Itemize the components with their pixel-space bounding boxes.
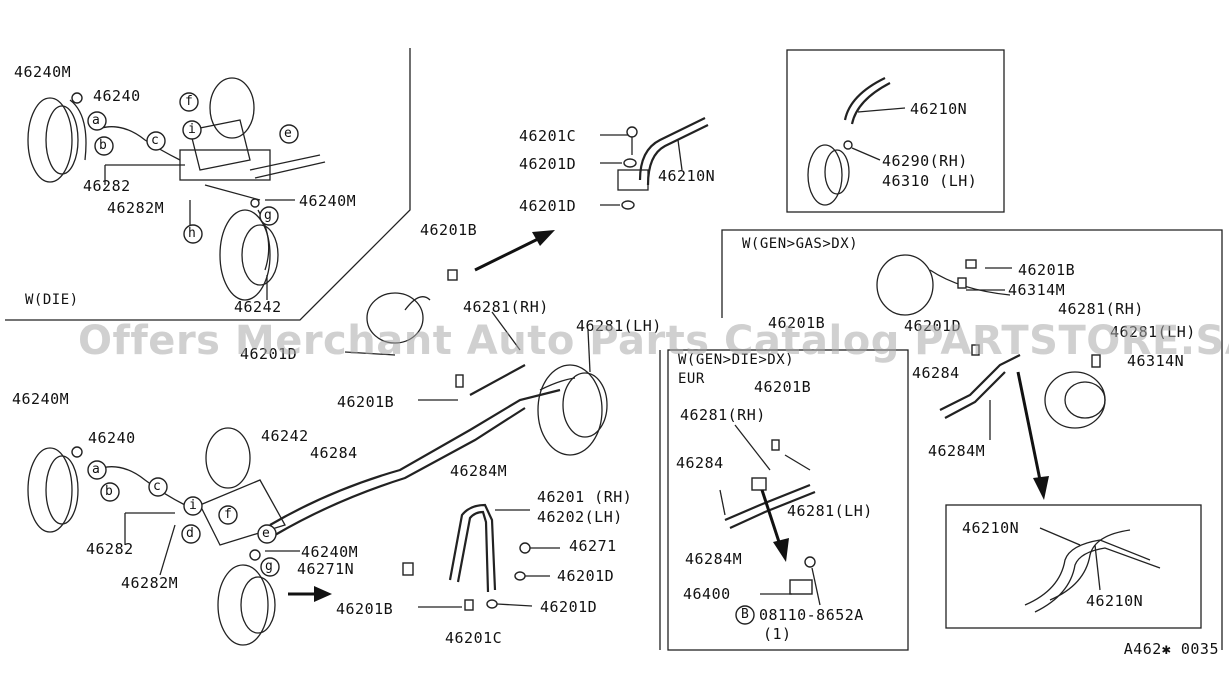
callout-e: e bbox=[284, 126, 293, 141]
part-label: 46281(LH) bbox=[576, 317, 662, 335]
callout-a-2: a bbox=[92, 462, 101, 477]
callout-f-2: f bbox=[224, 507, 233, 522]
top-right-detail bbox=[807, 77, 906, 206]
part-label: 46284 bbox=[310, 444, 358, 462]
bottom-left-parts bbox=[27, 388, 561, 646]
section-frames bbox=[5, 48, 1223, 651]
part-label: 46271N bbox=[297, 560, 355, 578]
part-label: 46400 bbox=[683, 585, 731, 603]
part-label: 46210N bbox=[658, 167, 716, 185]
part-label: 46284 bbox=[912, 364, 960, 382]
part-label: 46310 (LH) bbox=[882, 172, 978, 190]
part-label: 46242 bbox=[234, 298, 282, 316]
w-gen-die-frame bbox=[667, 349, 909, 651]
part-label: 46242 bbox=[261, 427, 309, 445]
part-label: 46284M bbox=[928, 442, 986, 460]
part-label: 46201C bbox=[445, 629, 503, 647]
callout-i-2: i bbox=[189, 498, 198, 513]
part-label: 46202(LH) bbox=[537, 508, 623, 526]
part-label: 08110-8652A bbox=[759, 606, 864, 624]
part-label: 46271 bbox=[569, 537, 617, 555]
w-gen-gas-frame bbox=[721, 229, 1223, 650]
eur-parts bbox=[719, 424, 821, 606]
detail-box-top-right bbox=[786, 49, 1005, 213]
callout-d-2: d bbox=[186, 526, 195, 541]
callout-c: c bbox=[151, 133, 160, 148]
part-label: 46201D bbox=[519, 155, 577, 173]
part-label: 46284 bbox=[676, 454, 724, 472]
callout-f: f bbox=[185, 94, 194, 109]
part-label: 46210N bbox=[962, 519, 1020, 537]
callout-b-2: b bbox=[105, 484, 114, 499]
part-label: 46201B bbox=[420, 221, 478, 239]
part-label: 46240M bbox=[12, 390, 70, 408]
part-label: 46314M bbox=[1008, 281, 1066, 299]
part-label: 46201D bbox=[519, 197, 577, 215]
callout-h: h bbox=[188, 226, 197, 241]
part-label: 46201B bbox=[336, 600, 394, 618]
section-w-gen-gas-dx: W(GEN>GAS>DX) bbox=[742, 236, 859, 252]
part-label: 46284M bbox=[685, 550, 743, 568]
section-w-die: W(DIE) bbox=[25, 292, 79, 308]
part-label: 46281(RH) bbox=[1058, 300, 1144, 318]
part-label: 46201 (RH) bbox=[537, 488, 633, 506]
part-label: 46201B bbox=[1018, 261, 1076, 279]
part-label: 46201B bbox=[337, 393, 395, 411]
part-label: 46240M bbox=[14, 63, 72, 81]
part-label: 46281(RH) bbox=[680, 406, 766, 424]
part-label: 46210N bbox=[910, 100, 968, 118]
top-center-pipe bbox=[600, 117, 709, 210]
part-label: 46281(LH) bbox=[787, 502, 873, 520]
section-eur: EUR bbox=[678, 371, 705, 387]
callout-circles bbox=[87, 92, 755, 625]
diagram-code: A462✱ 0035 bbox=[1123, 640, 1219, 658]
callout-g-2: g bbox=[265, 559, 274, 574]
part-label: 46281(LH) bbox=[1110, 323, 1196, 341]
callout-a: a bbox=[92, 113, 101, 128]
part-label: 46284M bbox=[450, 462, 508, 480]
part-label: 46314N bbox=[1127, 352, 1185, 370]
w-gen-gas-parts bbox=[876, 254, 1106, 440]
bottom-right-detail bbox=[1024, 527, 1161, 613]
part-label: 46201B bbox=[754, 378, 812, 396]
bolt-callout: B bbox=[741, 607, 750, 622]
callout-c-2: c bbox=[153, 479, 162, 494]
part-label: 46240 bbox=[93, 87, 141, 105]
part-label: 46290(RH) bbox=[882, 152, 968, 170]
part-label: 46240M bbox=[301, 543, 359, 561]
part-label: 46282M bbox=[121, 574, 179, 592]
callout-e-2: e bbox=[262, 526, 271, 541]
callout-b: b bbox=[99, 138, 108, 153]
middle-parts bbox=[344, 269, 608, 456]
w-die-parts bbox=[27, 77, 326, 301]
part-label: 46282M bbox=[107, 199, 165, 217]
part-label: 46201D bbox=[540, 598, 598, 616]
part-label: 46201B bbox=[768, 314, 826, 332]
part-label: 46282 bbox=[83, 177, 131, 195]
detail-box-bottom-right bbox=[945, 504, 1202, 629]
part-label: 46282 bbox=[86, 540, 134, 558]
quantity-label: (1) bbox=[763, 625, 792, 643]
part-label: 46240 bbox=[88, 429, 136, 447]
part-label: 46201C bbox=[519, 127, 577, 145]
w-die-frame bbox=[5, 48, 411, 321]
callout-g: g bbox=[264, 208, 273, 223]
part-label: 46240M bbox=[299, 192, 357, 210]
part-label: 46201D bbox=[240, 345, 298, 363]
part-label: 46210N bbox=[1086, 592, 1144, 610]
part-label: 46201D bbox=[904, 317, 962, 335]
watermark: Offers Merchant Auto Parts Catalog PARTS… bbox=[78, 318, 1229, 364]
section-w-gen-die-dx: W(GEN>DIE>DX) bbox=[678, 352, 795, 368]
direction-arrows bbox=[288, 230, 1049, 602]
bottom-center-hose bbox=[418, 503, 560, 611]
part-label: 46281(RH) bbox=[463, 298, 549, 316]
callout-i: i bbox=[188, 122, 197, 137]
part-label: 46201D bbox=[557, 567, 615, 585]
